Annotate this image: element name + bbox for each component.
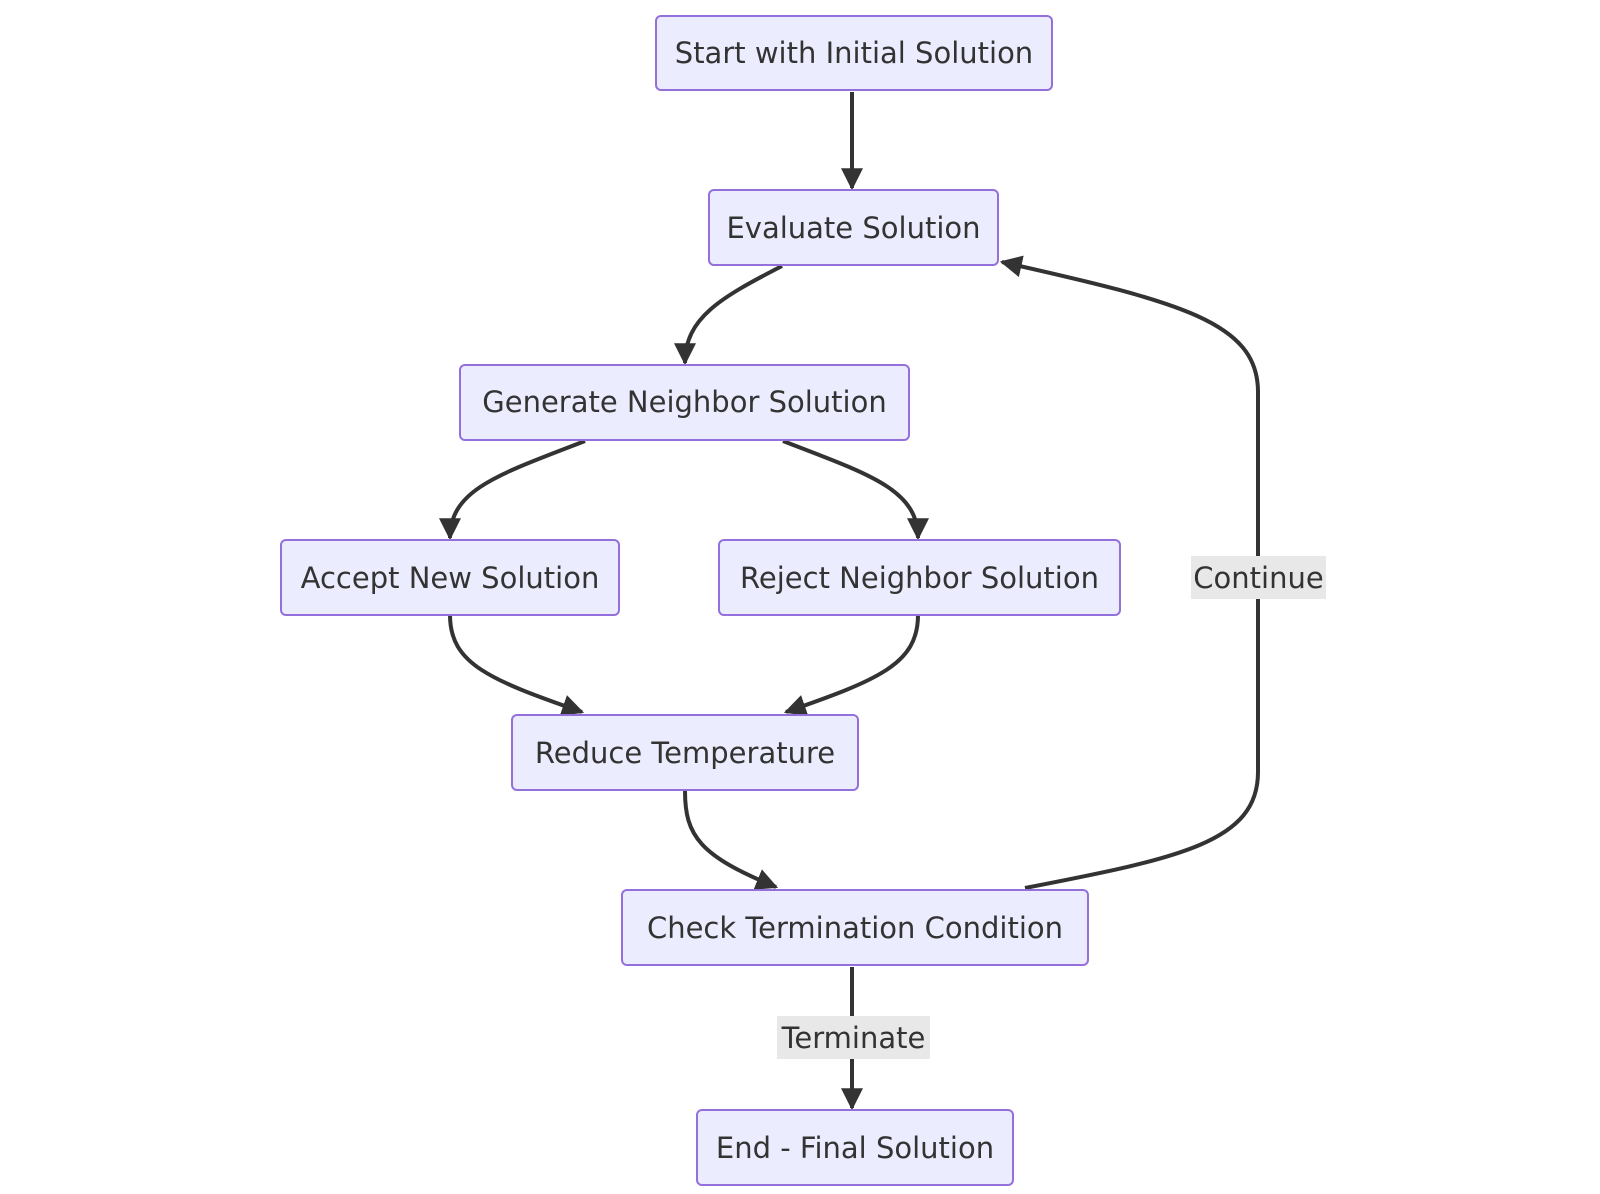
node-reduce[interactable]: Reduce Temperature [511, 714, 859, 791]
edge-label-continue: Continue [1191, 556, 1326, 599]
node-accept[interactable]: Accept New Solution [280, 539, 620, 616]
edge-label-continue-text: Continue [1193, 561, 1323, 595]
node-generate[interactable]: Generate Neighbor Solution [459, 364, 910, 441]
node-evaluate-label: Evaluate Solution [726, 211, 980, 245]
edge-label-terminate-text: Terminate [781, 1021, 926, 1055]
node-reduce-label: Reduce Temperature [535, 736, 835, 770]
edge-generate-to-accept [439, 439, 586, 541]
node-evaluate[interactable]: Evaluate Solution [708, 189, 999, 266]
edge-evaluate-to-generate [674, 264, 783, 366]
edge-accept-to-reduce [448, 614, 585, 716]
node-accept-label: Accept New Solution [301, 561, 600, 595]
node-end-label: End - Final Solution [716, 1131, 994, 1165]
edge-check-to-evaluate [999, 255, 1260, 890]
node-start[interactable]: Start with Initial Solution [655, 15, 1053, 91]
edge-generate-to-reject [782, 439, 929, 541]
node-generate-label: Generate Neighbor Solution [482, 385, 886, 419]
edge-reject-to-reduce [783, 614, 920, 716]
node-check[interactable]: Check Termination Condition [621, 889, 1089, 966]
node-reject-label: Reject Neighbor Solution [740, 561, 1099, 595]
edge-reduce-to-check [683, 790, 779, 890]
node-end[interactable]: End - Final Solution [696, 1109, 1014, 1186]
node-reject[interactable]: Reject Neighbor Solution [718, 539, 1121, 616]
edge-label-terminate: Terminate [777, 1016, 930, 1059]
node-start-label: Start with Initial Solution [675, 36, 1033, 70]
node-check-label: Check Termination Condition [647, 911, 1063, 945]
